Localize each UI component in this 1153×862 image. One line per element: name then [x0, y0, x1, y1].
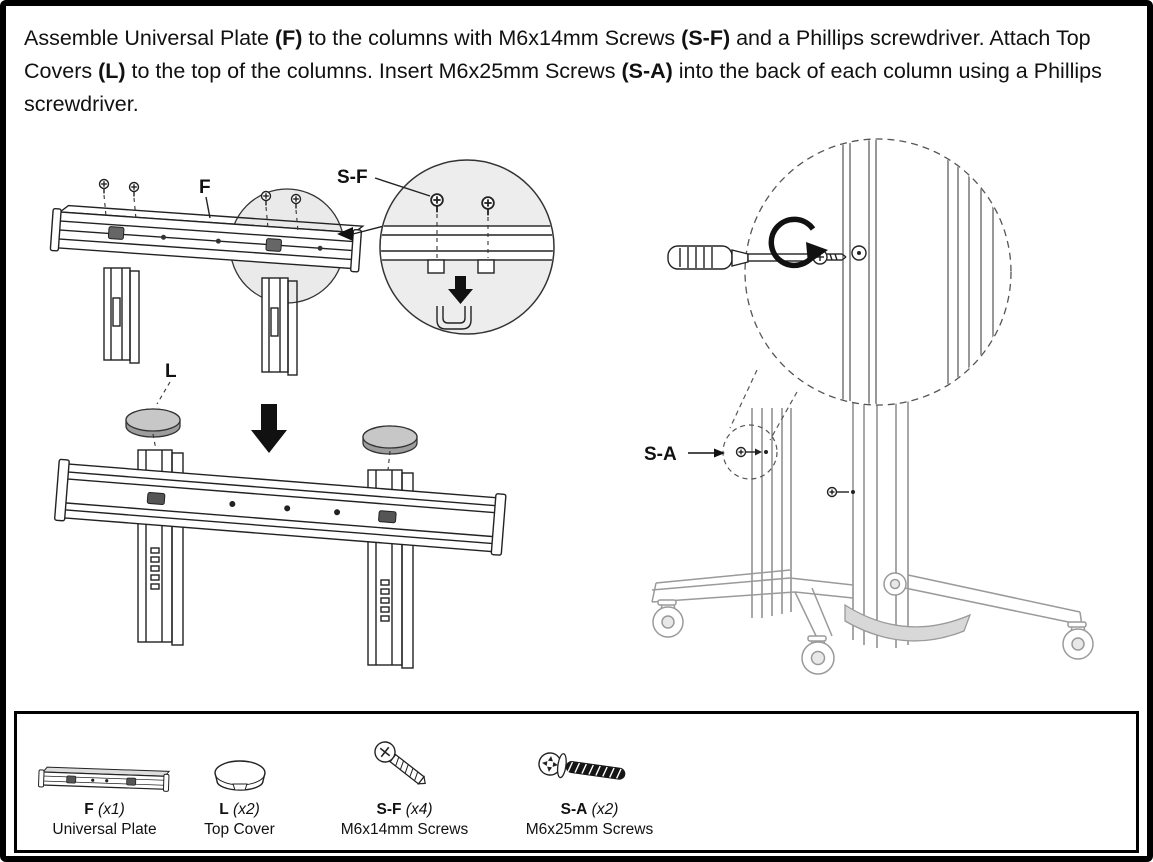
column-small-right-drawing — [261, 277, 298, 376]
part-code-line: F (x1) — [32, 801, 177, 819]
universal-plate-front-drawing — [54, 458, 507, 556]
rear-column-left-drawing — [751, 408, 792, 618]
detail-pointer-arrow-icon — [337, 225, 385, 241]
part-code-line: L (x2) — [182, 801, 297, 819]
part-ref-sa: (S-A) — [621, 59, 673, 83]
instruction-segment: Assemble Universal Plate — [24, 26, 275, 50]
rotation-arrow-icon — [768, 216, 828, 269]
instruction-segment: into the back of each column using a Phi… — [24, 59, 1102, 116]
label-sf: S-F — [337, 167, 368, 188]
part-code: S-A — [560, 801, 588, 818]
part-count: (x4) — [405, 801, 433, 818]
part-count: (x1) — [98, 801, 125, 818]
column-small-left-drawing — [103, 267, 140, 364]
plate-screws-drawing — [98, 178, 302, 232]
part-code-line: S-A (x2) — [502, 801, 677, 819]
down-arrow-small-icon — [448, 276, 473, 304]
plate-detail-circle — [379, 159, 555, 335]
label-f: F — [199, 177, 211, 198]
part-count: (x2) — [591, 801, 619, 818]
parts-list: F (x1) Universal Plate L (x2) Top Cover — [14, 711, 1139, 853]
parts-list-item-sa: S-A (x2) M6x25mm Screws — [502, 738, 677, 839]
part-code: L — [219, 801, 229, 818]
universal-plate-drawing — [49, 204, 365, 273]
short-screw-icon — [317, 738, 492, 794]
part-name: M6x14mm Screws — [340, 821, 469, 838]
base-cover-drawing — [844, 603, 972, 642]
rear-column-right-drawing — [852, 400, 909, 648]
top-cover-icon — [182, 738, 297, 794]
caster-wheels-drawing — [652, 572, 1094, 675]
part-name: Universal Plate — [52, 821, 157, 838]
instruction-segment: to the top of the columns. Insert M6x25m… — [125, 59, 622, 83]
part-ref-l: (L) — [98, 59, 126, 83]
part-count: (x2) — [233, 801, 260, 818]
screw-sa-drawing — [735, 446, 768, 458]
part-name: M6x25mm Screws — [525, 821, 654, 838]
down-arrow-icon — [251, 404, 287, 453]
long-screw-icon — [502, 738, 677, 794]
part-name: Top Cover — [204, 821, 275, 838]
instruction-segment: to the columns with M6x14mm Screws — [302, 26, 682, 50]
screw-detail-circle — [667, 138, 1012, 406]
part-code: F — [84, 801, 94, 818]
parts-list-item-f: F (x1) Universal Plate — [32, 738, 177, 839]
part-ref-sf: (S-F) — [681, 26, 731, 50]
sa-location-circle — [722, 424, 778, 480]
instruction-segment: and a Phillips screwdriver. Attach Top C… — [24, 26, 1091, 83]
part-ref-f: (F) — [274, 26, 303, 50]
top-cover-drawing — [125, 408, 181, 438]
part-code: S-F — [376, 801, 402, 818]
screw-sa-zoom-drawing — [812, 249, 847, 265]
top-cover-drawing-2 — [362, 425, 418, 455]
part-code-line: S-F (x4) — [317, 801, 492, 819]
label-l: L — [165, 361, 177, 382]
cart-base-drawing — [651, 569, 1083, 641]
screw-sa-drawing-2 — [826, 486, 855, 498]
instruction-text: Assemble Universal Plate (F) to the colu… — [24, 22, 1124, 121]
universal-plate-icon — [32, 738, 177, 794]
parts-list-item-l: L (x2) Top Cover — [182, 738, 297, 839]
label-sa: S-A — [644, 444, 677, 465]
parts-list-item-sf: S-F (x4) M6x14mm Screws — [317, 738, 492, 839]
